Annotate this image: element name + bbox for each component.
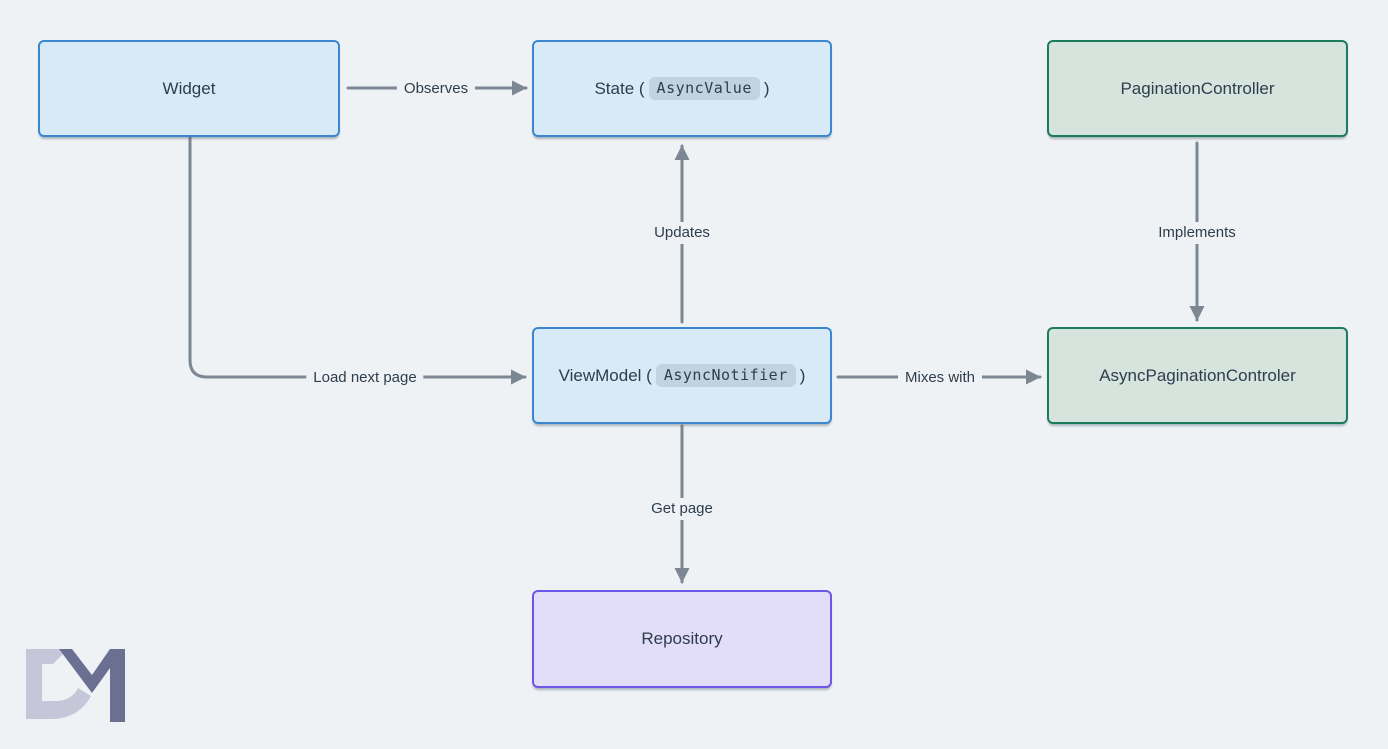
node-async-pagination-controler: AsyncPaginationControler xyxy=(1047,327,1348,424)
edge-label-implements: Implements xyxy=(1151,222,1243,244)
node-state: State ( AsyncValue ) xyxy=(532,40,832,137)
connector-load-next-page xyxy=(188,136,527,385)
node-repository: Repository xyxy=(532,590,832,688)
edge-label-mixes-with: Mixes with xyxy=(897,367,983,389)
dm-logo-letter-d xyxy=(26,649,91,719)
edge-label-updates: Updates xyxy=(647,222,717,244)
edge-label-load-next-page: Load next page xyxy=(306,367,424,389)
node-viewmodel: ViewModel ( AsyncNotifier ) xyxy=(532,327,832,424)
node-widget: Widget xyxy=(38,40,340,137)
node-pagination-controller: PaginationController xyxy=(1047,40,1348,137)
node-state-label-suffix: ) xyxy=(763,78,770,98)
edge-label-observes: Observes xyxy=(396,78,476,100)
dm-logo-letter-m xyxy=(59,649,125,722)
node-viewmodel-label-suffix: ) xyxy=(799,365,806,385)
node-state-code-chip: AsyncValue xyxy=(648,77,760,100)
node-viewmodel-code-chip: AsyncNotifier xyxy=(655,364,796,387)
node-repository-label: Repository xyxy=(641,629,723,648)
edge-label-get-page: Get page xyxy=(644,498,720,520)
node-widget-label: Widget xyxy=(162,78,216,98)
node-state-label-prefix: State ( xyxy=(594,78,645,98)
dm-logo xyxy=(26,649,125,722)
node-viewmodel-label-prefix: ViewModel ( xyxy=(558,365,652,385)
node-pagination-controller-label: PaginationController xyxy=(1120,78,1275,98)
node-async-pagination-controler-label: AsyncPaginationControler xyxy=(1099,365,1296,385)
